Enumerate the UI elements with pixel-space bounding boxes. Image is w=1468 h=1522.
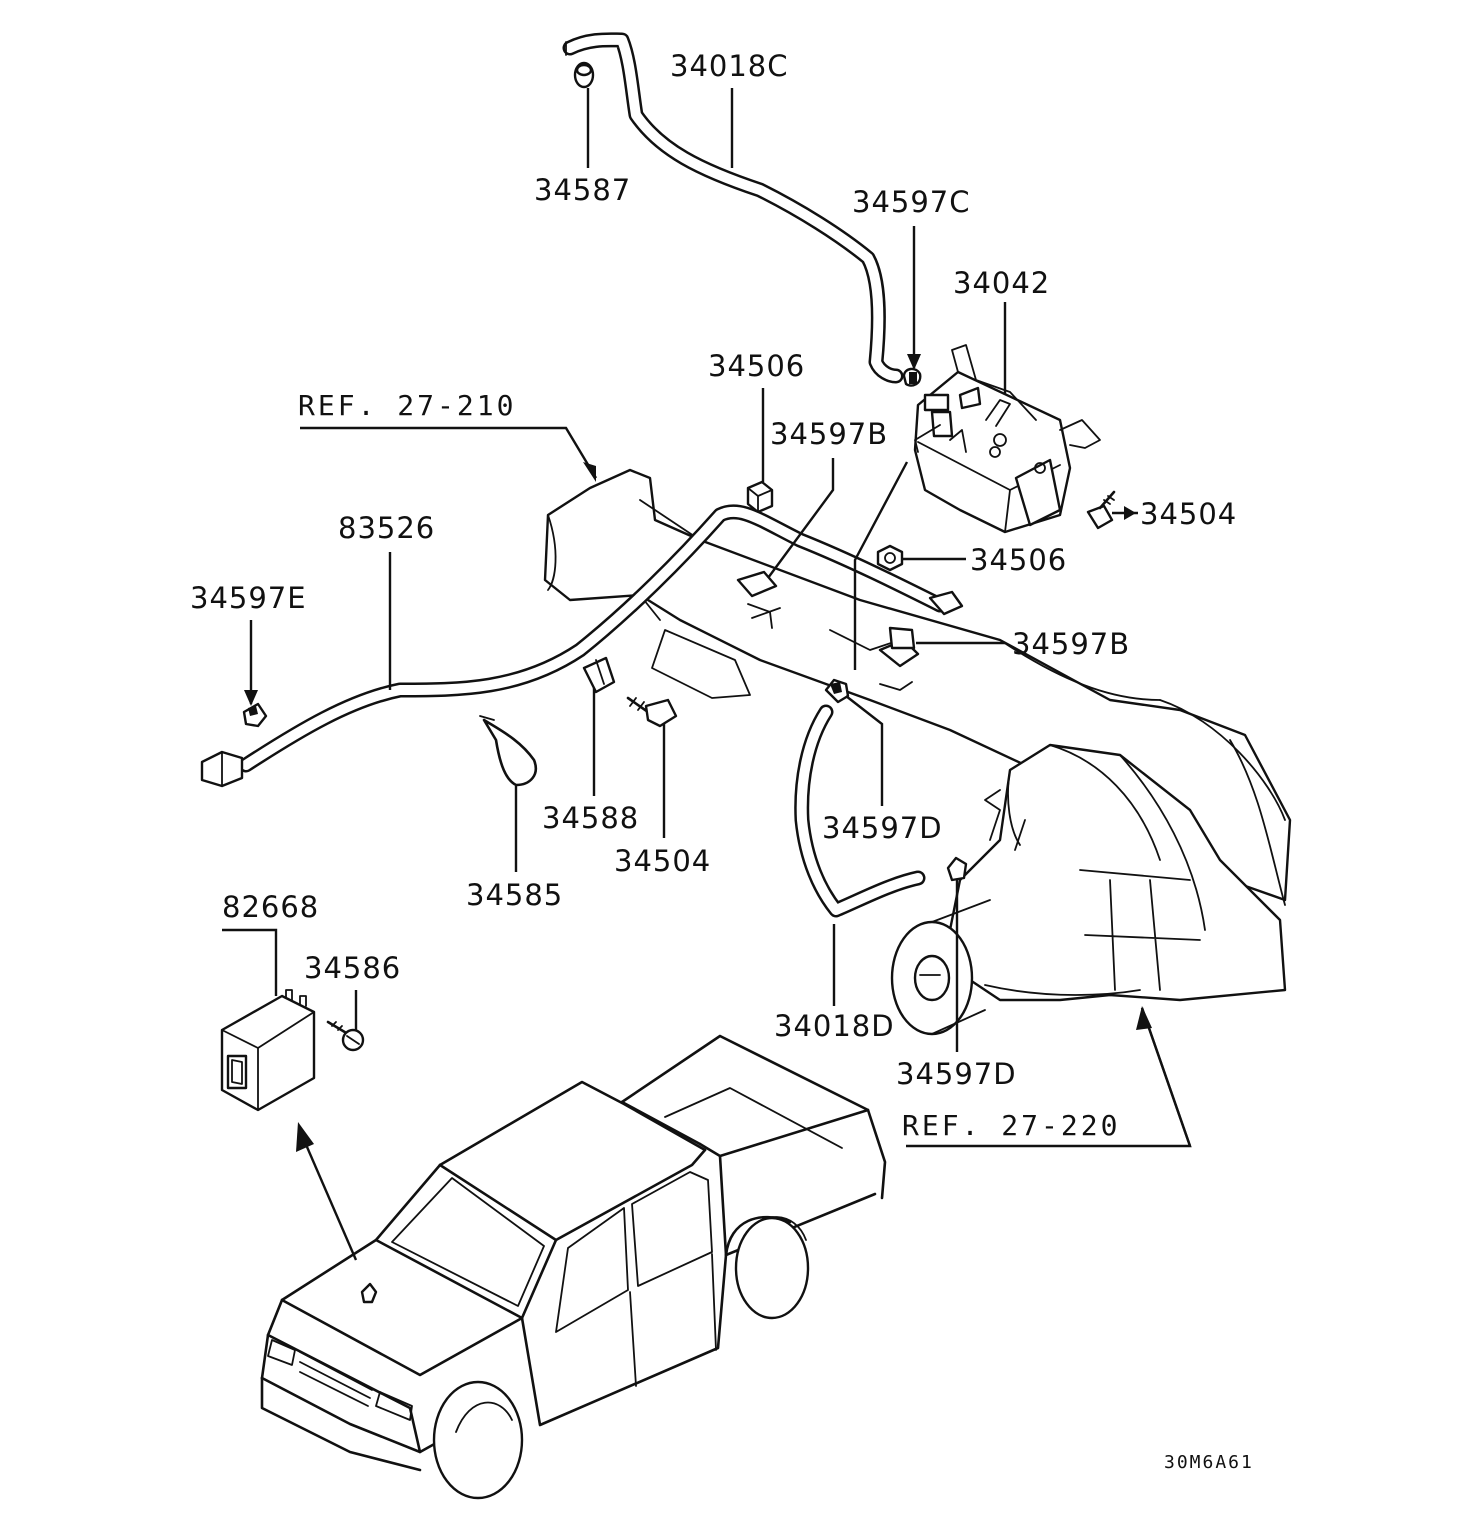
label-82668: 82668 — [222, 890, 319, 924]
bolt-34504-mid — [626, 696, 678, 728]
label-34506-top: 34506 — [708, 349, 805, 383]
harness-83526 — [200, 504, 964, 788]
label-34588: 34588 — [542, 801, 639, 835]
label-34597B-top: 34597B — [770, 417, 888, 451]
screw-34586 — [326, 1020, 365, 1052]
diagram-code: 30M6A61 — [1164, 1452, 1254, 1473]
leader-lines — [222, 88, 1192, 1148]
tie-band-34585 — [479, 715, 537, 787]
nut-34506-top — [746, 480, 774, 514]
clip-34597E — [242, 702, 268, 728]
label-34586: 34586 — [304, 951, 401, 985]
label-34587: 34587 — [534, 173, 631, 207]
label-34042: 34042 — [953, 266, 1050, 300]
label-34504-right: 34504 — [1140, 497, 1237, 531]
nut-34506-mid — [876, 544, 904, 572]
label-34597D-mid: 34597D — [822, 811, 943, 845]
label-34585: 34585 — [466, 878, 563, 912]
clip-34597D-low — [946, 856, 968, 882]
clip-34597B-top — [736, 570, 781, 629]
label-34018C: 34018C — [670, 49, 789, 83]
arrowheads — [244, 354, 1152, 1030]
cap-34587 — [573, 61, 595, 89]
label-ref-27-210: REF. 27-210 — [298, 389, 516, 422]
clip-34597C — [902, 367, 922, 387]
label-34506-mid: 34506 — [970, 543, 1067, 577]
location-arrow — [296, 1122, 358, 1261]
transfer-case-ref-27-220 — [890, 743, 1287, 1036]
hose-34018C — [562, 32, 904, 384]
clip-34597D-mid — [824, 678, 850, 704]
canister-34042 — [913, 344, 1101, 534]
control-module-82668 — [220, 989, 316, 1112]
label-83526: 83526 — [338, 511, 435, 545]
label-34597D-low: 34597D — [896, 1057, 1017, 1091]
part-labels: 34018C 34587 34597C 34042 34506 34597B R… — [190, 49, 1254, 1473]
label-ref-27-220: REF. 27-220 — [902, 1109, 1120, 1142]
label-34597E: 34597E — [190, 581, 307, 615]
hose-34018D — [794, 704, 926, 918]
truck-illustration — [260, 1034, 887, 1500]
label-34597B-mid: 34597B — [1012, 627, 1130, 661]
clip-34597B-mid — [878, 626, 920, 691]
bolt-34504-right — [1086, 490, 1116, 530]
label-34504-mid: 34504 — [614, 844, 711, 878]
clip-34588 — [582, 656, 616, 694]
label-34018D: 34018D — [774, 1009, 895, 1043]
label-34597C: 34597C — [852, 185, 971, 219]
